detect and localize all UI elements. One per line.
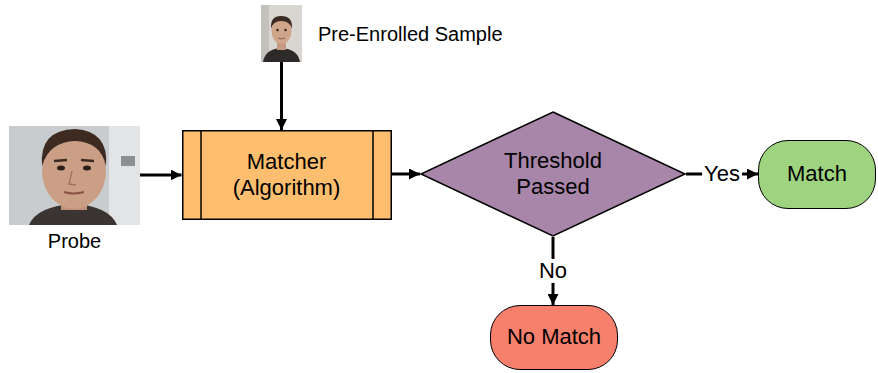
probe-face-photo [9, 126, 140, 225]
process-side-bar [200, 130, 202, 220]
enrolled-face-photo [261, 5, 302, 62]
flow-arrow [280, 62, 283, 130]
photo-caption: Pre-Enrolled Sample [318, 22, 503, 45]
node-label: No Match [507, 324, 601, 350]
process-rect [182, 131, 391, 220]
terminal-box: Match [758, 140, 876, 209]
diamond-shape [421, 112, 685, 236]
enrolled-sample-node: Pre-Enrolled Sample [261, 5, 302, 62]
node-label: Threshold Passed [491, 148, 616, 201]
edge-label: No [537, 259, 569, 283]
flow-arrow [140, 174, 182, 177]
flow-arrow [392, 173, 421, 176]
process-side-bar [372, 130, 374, 220]
node-label: Match [787, 161, 847, 187]
node-label: Matcher (Algorithm) [212, 149, 362, 202]
decision-diamond: Threshold Passed [420, 111, 686, 237]
terminal-box: No Match [490, 305, 618, 370]
edge-label: Yes [702, 162, 742, 186]
probe-node: Probe [9, 126, 140, 225]
process-box: Matcher (Algorithm) [182, 130, 392, 220]
photo-caption: Probe [48, 230, 101, 253]
